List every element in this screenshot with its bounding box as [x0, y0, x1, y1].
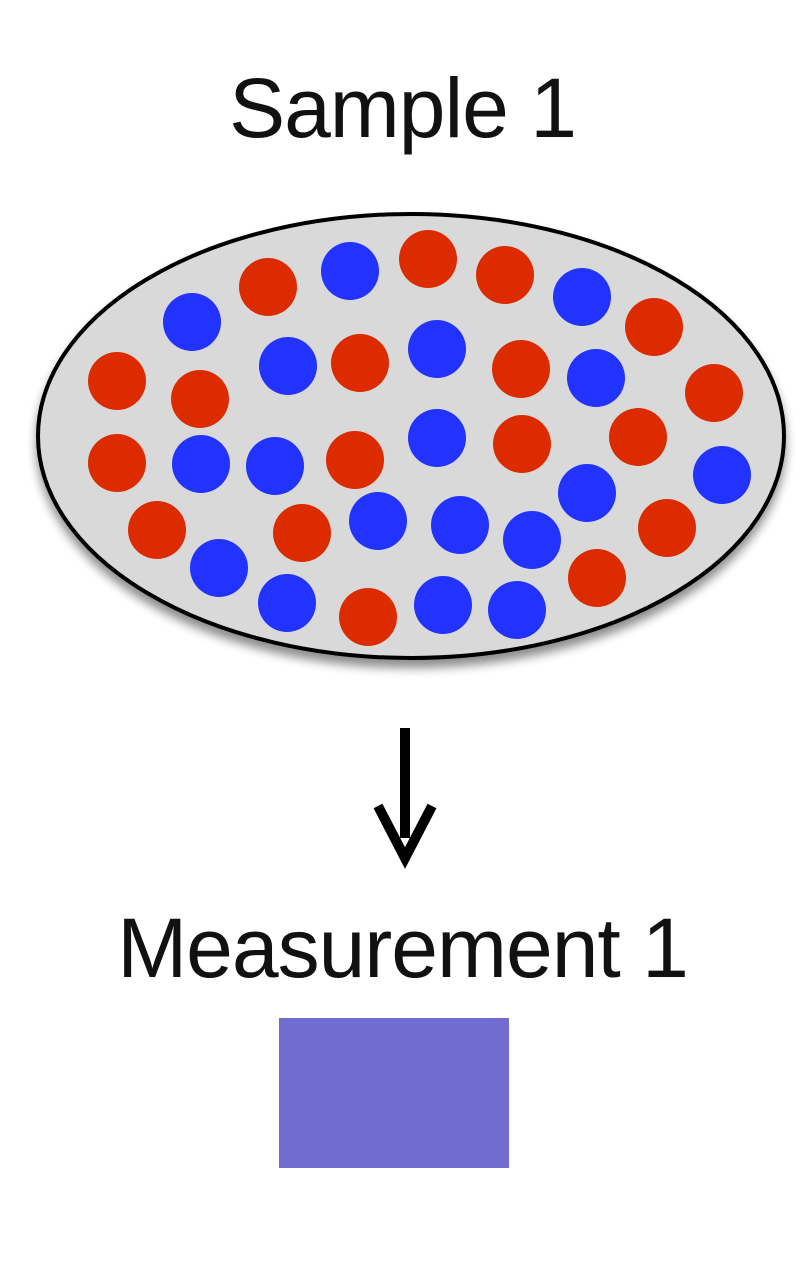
red-particle: [638, 499, 696, 557]
blue-particle: [246, 437, 304, 495]
measurement-title: Measurement 1: [117, 901, 689, 995]
red-particle: [476, 246, 534, 304]
blue-particle: [431, 496, 489, 554]
blue-particle: [349, 492, 407, 550]
blue-particle: [693, 446, 751, 504]
blue-particle: [408, 320, 466, 378]
sample-title: Sample 1: [229, 61, 577, 155]
blue-particle: [408, 409, 466, 467]
red-particle: [88, 352, 146, 410]
blue-particle: [190, 539, 248, 597]
red-particle: [273, 504, 331, 562]
red-particle: [493, 415, 551, 473]
red-particle: [326, 431, 384, 489]
red-particle: [492, 340, 550, 398]
red-particle: [609, 408, 667, 466]
red-particle: [339, 588, 397, 646]
red-particle: [685, 364, 743, 422]
red-particle: [239, 258, 297, 316]
red-particle: [128, 501, 186, 559]
blue-particle: [567, 349, 625, 407]
down-arrow-icon: [373, 728, 437, 869]
blue-particle: [488, 581, 546, 639]
blue-particle: [503, 511, 561, 569]
red-particle: [568, 549, 626, 607]
red-particle: [88, 434, 146, 492]
red-particle: [399, 230, 457, 288]
blue-particle: [414, 576, 472, 634]
blue-particle: [558, 464, 616, 522]
red-particle: [625, 298, 683, 356]
blue-particle: [258, 574, 316, 632]
red-particle: [331, 334, 389, 392]
blue-particle: [321, 242, 379, 300]
blue-particle: [172, 435, 230, 493]
blue-particle: [553, 268, 611, 326]
particles-group: [88, 230, 751, 646]
measurement-swatch: [279, 1018, 509, 1168]
red-particle: [171, 370, 229, 428]
blue-particle: [163, 293, 221, 351]
blue-particle: [259, 337, 317, 395]
